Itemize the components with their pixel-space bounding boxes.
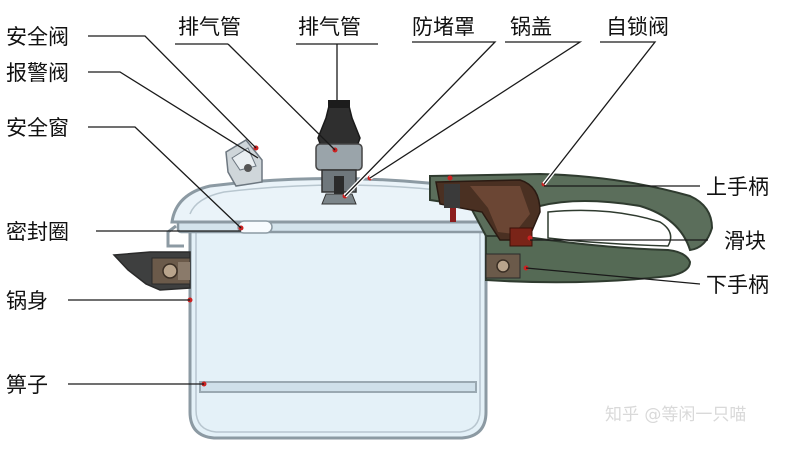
label-safety-valve: 安全阀	[6, 25, 69, 49]
leader-lines	[68, 35, 708, 385]
safety-valve-assembly	[225, 139, 263, 187]
labels: 安全阀 报警阀 安全窗 密封圈 锅身 箅子 排气管 排气管 防堵罩 锅盖 自锁阀…	[6, 15, 769, 397]
watermark: 知乎 @等闲一只喵	[605, 405, 746, 425]
label-steamer: 箅子	[6, 373, 48, 397]
label-pot-body: 锅身	[6, 289, 48, 313]
label-safety-window: 安全窗	[6, 116, 69, 140]
label-alarm-valve: 报警阀	[6, 61, 69, 85]
label-anti-block-cover: 防堵罩	[412, 15, 475, 39]
label-lower-handle: 下手柄	[706, 273, 769, 297]
label-self-lock-valve: 自锁阀	[606, 15, 669, 39]
vent-pipe-assembly	[315, 100, 363, 205]
label-lid: 锅盖	[510, 15, 552, 39]
main-handle	[429, 172, 714, 284]
side-handle	[112, 251, 191, 291]
label-upper-handle: 上手柄	[706, 175, 769, 199]
label-vent-pipe-1: 排气管	[178, 15, 241, 39]
label-vent-pipe-2: 排气管	[298, 15, 361, 39]
label-seal-ring: 密封圈	[6, 220, 69, 244]
pot-body	[166, 216, 500, 440]
label-slider: 滑块	[724, 229, 766, 253]
